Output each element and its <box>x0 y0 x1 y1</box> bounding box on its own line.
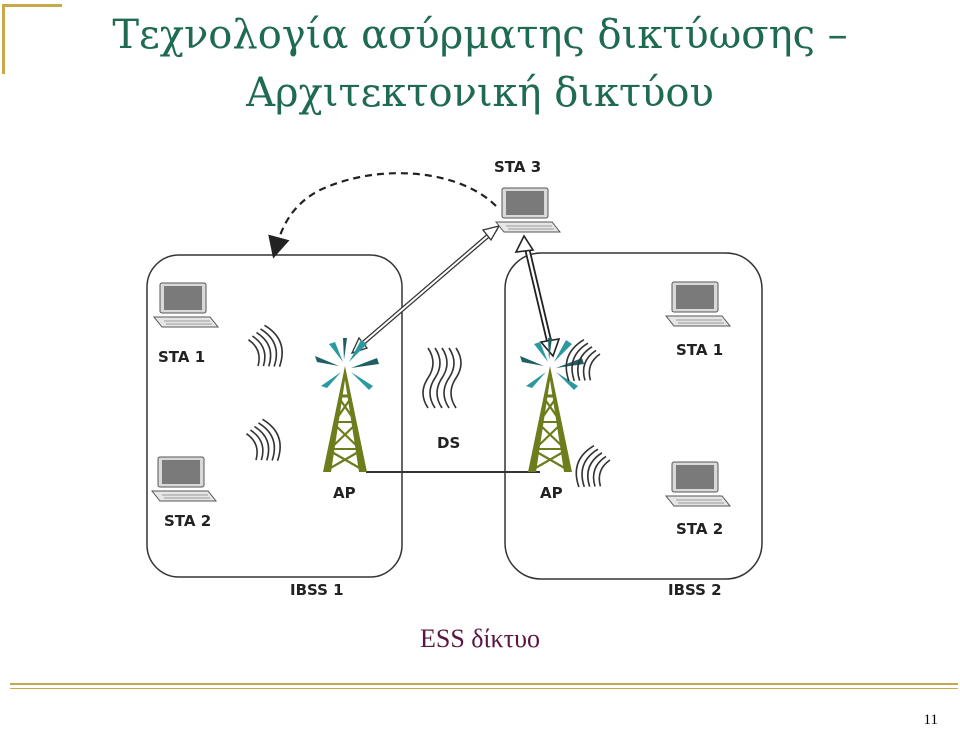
left-sta2-label: STA 2 <box>164 512 211 530</box>
footer-divider-thin <box>10 688 958 689</box>
sta3-label: STA 3 <box>494 158 541 176</box>
right-ap-label: AP <box>540 484 563 502</box>
footer-divider <box>10 683 958 685</box>
ibss1-label: IBSS 1 <box>290 581 344 599</box>
ds-waves-icon <box>422 347 462 409</box>
ds-label: DS <box>437 434 460 452</box>
left-ap-label: AP <box>333 484 356 502</box>
sta3-laptop-icon <box>495 187 561 233</box>
right-sta1-label: STA 1 <box>676 341 723 359</box>
left-sta1-label: STA 1 <box>158 348 205 366</box>
slide-title-line1: Τεχνολογία ασύρματης δικτύωσης – <box>112 12 848 58</box>
diagram-caption: ESS δίκτυο <box>420 624 540 653</box>
right-sta2-label: STA 2 <box>676 520 723 538</box>
ibss2-label: IBSS 2 <box>668 581 722 599</box>
slide-title-line2: Αρχιτεκτονική δικτύου <box>246 70 714 116</box>
page-number: 11 <box>923 712 938 728</box>
corner-decoration-vertical <box>2 4 5 74</box>
corner-decoration-horizontal <box>2 4 62 7</box>
roaming-path-arrow <box>268 172 497 259</box>
